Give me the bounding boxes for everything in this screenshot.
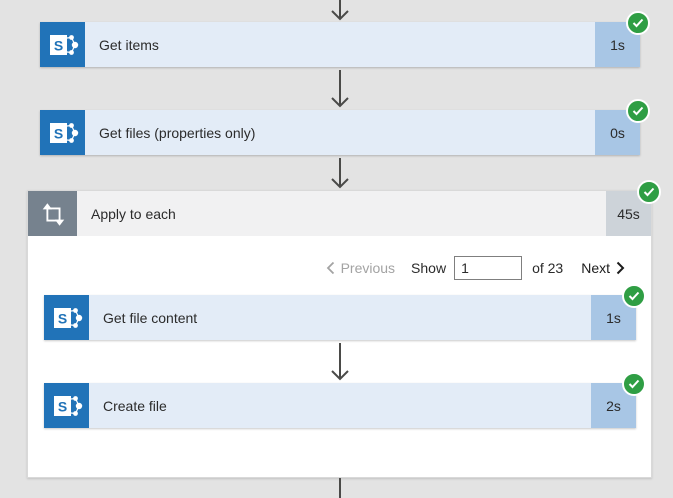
status-success-icon (637, 180, 661, 204)
svg-text:S: S (57, 398, 66, 414)
connector-line (339, 478, 341, 498)
svg-text:S: S (53, 125, 62, 141)
sharepoint-icon: S (44, 383, 89, 428)
status-success-icon (626, 11, 650, 35)
status-success-icon (622, 372, 646, 396)
next-button[interactable]: Next (581, 260, 625, 276)
status-success-icon (626, 99, 650, 123)
sharepoint-icon: S (40, 110, 85, 155)
sharepoint-icon: S (40, 22, 85, 67)
page-number-input[interactable] (454, 256, 523, 280)
svg-text:S: S (57, 310, 66, 326)
chevron-right-icon (616, 261, 625, 275)
action-card-get-file-content[interactable]: S Get file content 1s (44, 284, 646, 340)
svg-text:S: S (53, 37, 62, 53)
loop-pagination: Previous Show of 23 Next (326, 255, 625, 281)
arrow-down-icon (331, 158, 349, 189)
action-card-apply-to-each[interactable]: Apply to each 45s (28, 180, 661, 236)
action-label: Get files (properties only) (99, 124, 256, 141)
action-card-get-items[interactable]: S Get items 1s (40, 11, 650, 67)
next-label: Next (581, 260, 610, 276)
previous-button[interactable]: Previous (326, 260, 395, 276)
arrow-down-icon (331, 343, 349, 381)
action-label: Get items (99, 36, 159, 53)
action-label: Create file (103, 397, 167, 414)
action-card-create-file[interactable]: S Create file 2s (44, 372, 646, 428)
arrow-down-icon (331, 0, 349, 21)
show-label: Show (411, 260, 447, 276)
loop-icon (28, 191, 77, 236)
status-success-icon (622, 284, 646, 308)
action-card-get-files[interactable]: S Get files (properties only) 0s (40, 99, 650, 155)
previous-label: Previous (340, 260, 396, 276)
of-total-label: of 23 (532, 260, 564, 276)
action-label: Apply to each (91, 205, 176, 222)
arrow-down-icon (331, 70, 349, 108)
chevron-left-icon (326, 261, 334, 275)
action-label: Get file content (103, 309, 198, 326)
apply-to-each-container: Apply to each 45s Previous Show of 23 Ne… (27, 180, 661, 478)
sharepoint-icon: S (44, 295, 89, 340)
